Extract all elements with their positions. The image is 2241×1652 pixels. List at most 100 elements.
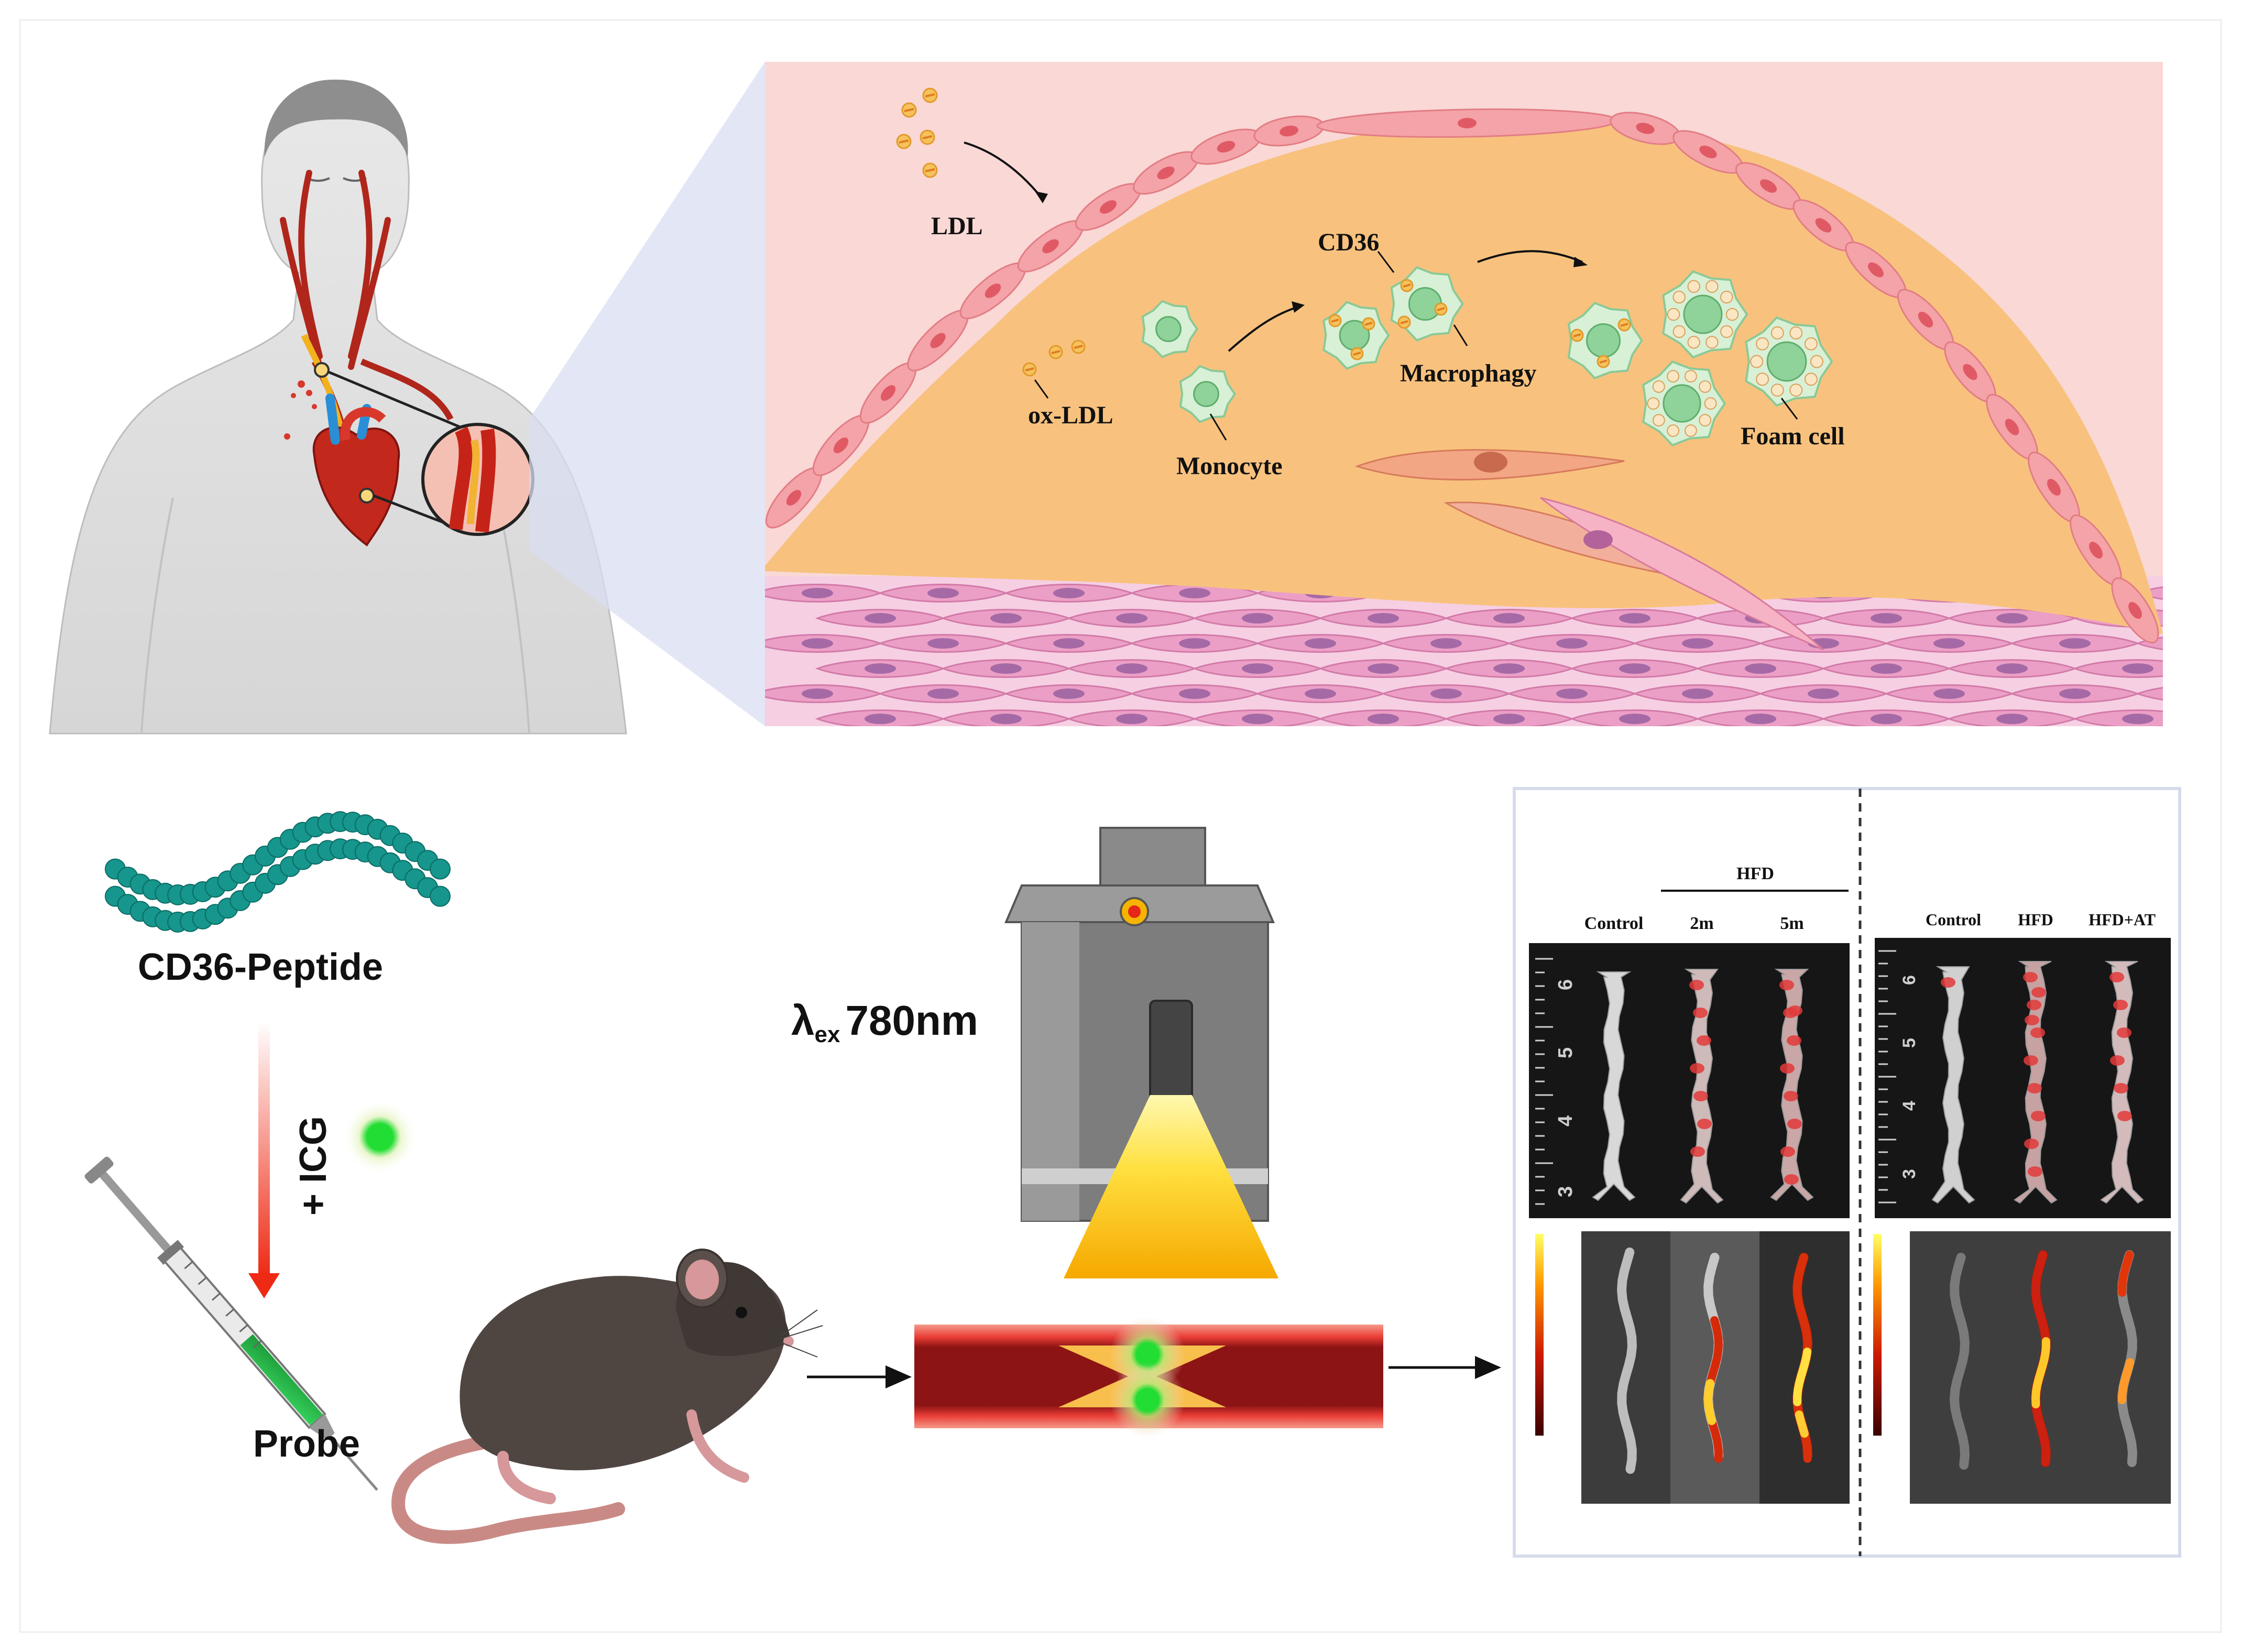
- smooth-muscle-nucleus: [1430, 688, 1462, 699]
- smooth-muscle-nucleus: [1996, 714, 2028, 724]
- smooth-muscle-nucleus: [2185, 688, 2216, 699]
- foam-cell-lipid: [1770, 384, 1784, 397]
- smooth-muscle-nucleus: [2122, 714, 2153, 724]
- smooth-muscle-cells: [765, 584, 2216, 726]
- smooth-muscle-nucleus: [1430, 638, 1462, 649]
- smooth-muscle-nucleus: [1493, 714, 1525, 724]
- right-col-0: Control: [1926, 910, 1981, 929]
- aorta-photo-lesion: [1941, 977, 1955, 988]
- aorta-photo-lesion: [1690, 1146, 1705, 1157]
- plaque-panel: LDL ox-LDL Monocyte CD36 Macrophagy Foam…: [765, 62, 2216, 726]
- imager-window: [1149, 1000, 1193, 1101]
- aorta-photo-lesion: [2117, 1111, 2132, 1121]
- monocyte-arrowhead: [1292, 301, 1305, 313]
- foam-cell-lipid: [1725, 308, 1739, 321]
- left-col-1: 2m: [1690, 914, 1713, 933]
- imager-top-cap: [1099, 827, 1206, 889]
- endothelial-nucleus: [2128, 601, 2142, 619]
- ox-ldl-leader: [1034, 379, 1049, 399]
- ldl-arrow: [964, 141, 1044, 200]
- ox-ldl-particle-band: [1025, 367, 1034, 371]
- macrophage-cell-nucleus: [1586, 323, 1621, 358]
- smooth-muscle-nucleus: [1116, 663, 1147, 674]
- endothelial-nucleus: [833, 437, 849, 453]
- left-ruler-tick-3: 3: [1555, 1186, 1577, 1197]
- smooth-muscle-nucleus: [1493, 663, 1525, 674]
- fluor-aorta: [1616, 1248, 1637, 1474]
- endothelial-nucleus: [1815, 218, 1832, 233]
- aorta-photo-lesion: [2024, 1139, 2039, 1149]
- right-ruler-tick-2: 4: [1899, 1101, 1919, 1111]
- figure-border: [19, 19, 2222, 1633]
- left-photo-panel: [1529, 943, 1850, 1218]
- foam-cell-lipid: [1647, 397, 1660, 410]
- foam-cell-lipid: [1810, 355, 1823, 368]
- rulers: [1535, 950, 1896, 1205]
- foam-cell-lipid: [1699, 414, 1712, 427]
- smooth-muscle-nucleus: [1305, 638, 1336, 649]
- fluor-aorta: [1949, 1253, 1970, 1470]
- foam-leader: [1780, 398, 1798, 420]
- foam-cell-lipid: [1789, 384, 1803, 397]
- label-probe: Probe: [253, 1423, 360, 1465]
- endothelial-nucleus: [2089, 542, 2103, 559]
- smooth-muscle-nucleus: [1368, 613, 1399, 623]
- aorta-photo-lesion: [1697, 1035, 1711, 1046]
- aorta-photo-lesion: [1779, 980, 1794, 990]
- engulfed-ldl-band: [1573, 333, 1581, 337]
- aorta-photo-lesion: [2028, 1166, 2042, 1177]
- smooth-muscle-nucleus: [1933, 688, 1965, 699]
- heart-aorta: [340, 407, 386, 441]
- macrophagy-arrowhead: [1573, 257, 1588, 267]
- aorta-photo-lesion: [1697, 1119, 1712, 1129]
- fluor-aorta-hotspot: [1795, 1410, 1809, 1438]
- foam-cell-lipid: [1704, 397, 1717, 410]
- smooth-muscle-nucleus: [1053, 638, 1085, 649]
- mouse: [391, 1249, 823, 1544]
- endothelial-nucleus: [1699, 145, 1717, 159]
- monocytes: [1141, 300, 1237, 423]
- smooth-muscle-nucleus: [927, 588, 959, 598]
- lipid-core: [765, 119, 2163, 634]
- aorta-photo-lesion: [1788, 1005, 1802, 1016]
- smooth-muscle-nucleus: [865, 714, 896, 724]
- foam-cell-lipid: [1667, 308, 1680, 321]
- foam-cell-lipid: [1672, 290, 1686, 304]
- ldl-particle-band: [899, 139, 909, 144]
- right-ruler-tick-0: 6: [1899, 975, 1919, 985]
- right-col-2: HFD+AT: [2089, 910, 2156, 929]
- smooth-muscle-nucleus: [1242, 714, 1273, 724]
- endothelial-nucleus: [1157, 166, 1175, 180]
- left-col-0: Control: [1584, 914, 1644, 933]
- mouse-front-leg: [686, 1409, 749, 1483]
- smooth-muscle-nucleus: [2059, 688, 2091, 699]
- foam-cell-nucleus: [1766, 341, 1807, 382]
- smooth-muscle-nucleus: [927, 638, 959, 649]
- smooth-muscle-nucleus: [1871, 663, 1902, 674]
- right-ruler-tick-3: 3: [1899, 1169, 1919, 1179]
- ldl-particle-band: [925, 93, 935, 97]
- foam-cell-lipid: [1770, 326, 1784, 340]
- smooth-muscle-nucleus: [1556, 638, 1588, 649]
- endothelial-nucleus: [1918, 312, 1933, 327]
- fluor-aorta-hotspot: [1793, 1348, 1812, 1406]
- cd36-bound-ldl-band: [1364, 322, 1373, 326]
- smooth-muscle-nucleus: [1179, 688, 1210, 699]
- endothelial-nucleus: [1099, 200, 1117, 214]
- smooth-muscle-nucleus: [927, 688, 959, 699]
- engulfed-ldl-band: [1599, 359, 1608, 364]
- aorta-photo-lesion: [2109, 972, 2124, 982]
- marker-dot-lower: [359, 488, 375, 504]
- smooth-muscle-nucleus: [1305, 688, 1336, 699]
- foam-cell-lipid: [1804, 373, 1818, 386]
- cd36-bound-ldl-band: [1353, 352, 1361, 356]
- aorta-photo-lesion: [1784, 1091, 1798, 1101]
- macrophages: [1322, 266, 1464, 370]
- endothelial-nucleus: [1042, 239, 1059, 254]
- heart: [312, 426, 400, 546]
- aorta-photo-lesion: [1693, 1008, 1708, 1018]
- smooth-muscle-nucleus: [2185, 588, 2216, 598]
- arrow-mouse-to-vessel-head: [886, 1365, 912, 1388]
- smooth-muscle-nucleus: [1682, 688, 1713, 699]
